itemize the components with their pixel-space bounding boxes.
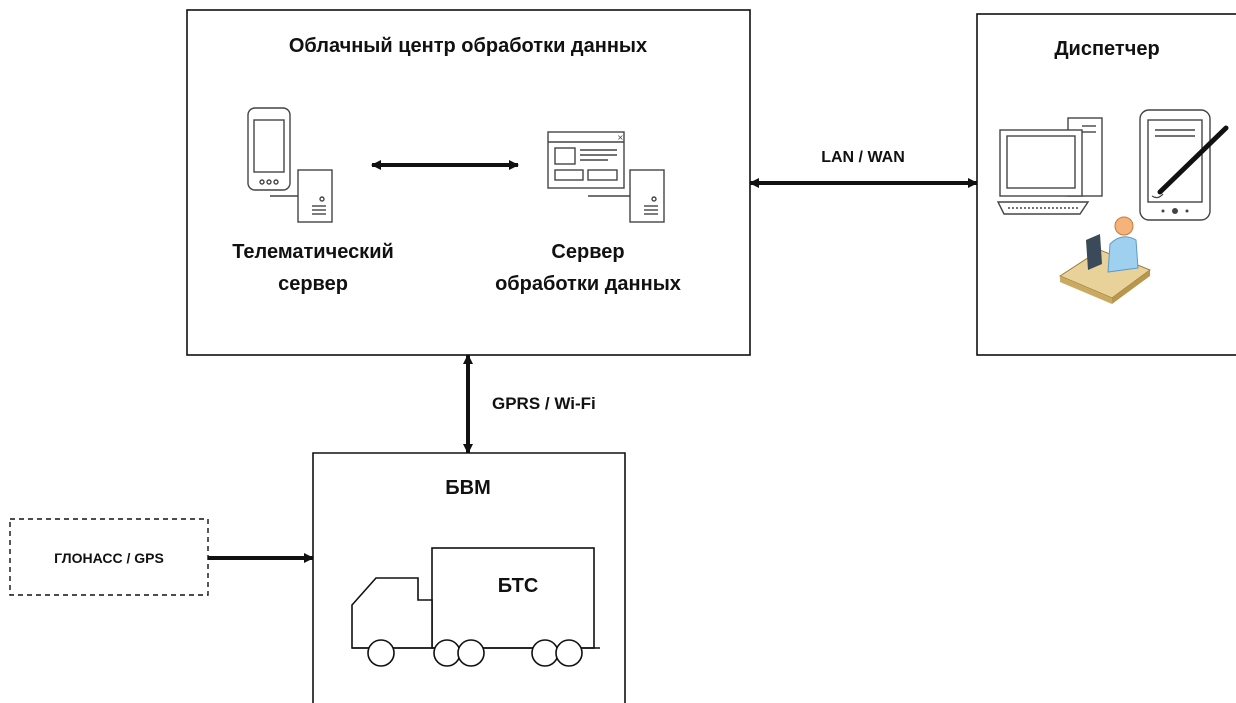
svg-text:×: × (617, 133, 624, 142)
processing-server-label-line1: Сервер (551, 241, 624, 263)
lan-wan-label: LAN / WAN (821, 149, 905, 166)
cloud-data-center-box: Облачный центр обработки данных Телемати… (186, 9, 751, 356)
processing-server-icon: × (547, 131, 665, 223)
telematic-server-label-line1: Телематический (232, 241, 394, 263)
gprs-wifi-label: GPRS / Wi-Fi (492, 394, 596, 413)
bvm-title: БВМ (445, 477, 490, 499)
dispatcher-title: Диспетчер (1054, 38, 1159, 60)
telematic-server-icon (247, 107, 333, 223)
tablet-stylus-icon (1139, 109, 1229, 221)
truck-icon: БТС (351, 547, 600, 667)
gnss-label: ГЛОНАСС / GPS (54, 550, 164, 566)
cloud-title: Облачный центр обработки данных (289, 35, 647, 57)
dispatcher-box: Диспетчер (976, 13, 1236, 356)
telematic-server-label-line2: сервер (278, 273, 348, 295)
processing-server-label-line2: обработки данных (495, 273, 681, 295)
bvm-box: БВМ БТС (312, 452, 626, 703)
gnss-box: ГЛОНАСС / GPS (9, 518, 209, 596)
desktop-computer-icon (996, 117, 1103, 215)
operator-at-desk-icon (1058, 216, 1152, 304)
vehicle-label: БТС (498, 575, 539, 597)
